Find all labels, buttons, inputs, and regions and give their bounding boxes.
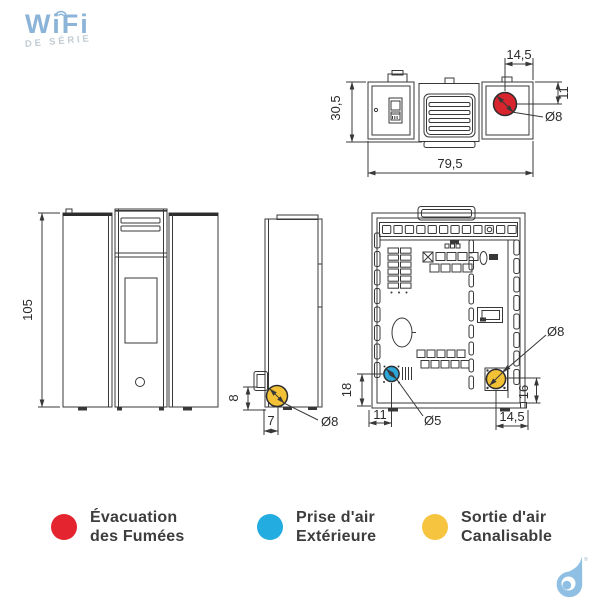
dim-back-duct-height: 16 xyxy=(516,385,531,399)
side-view-drawing: 8 7 Ø8 xyxy=(226,214,338,435)
duct-outlet-color-dot xyxy=(422,514,448,540)
front-view-drawing: 105 xyxy=(20,208,219,411)
dim-top-flue-offset: 14,5 xyxy=(506,47,531,62)
dim-top-width: 79,5 xyxy=(437,156,462,171)
flue-color-dot xyxy=(51,514,77,540)
registered-mark: ® xyxy=(584,556,588,563)
legend-item-air-intake: Prise d'air Extérieure xyxy=(257,508,376,546)
legend-item-duct-outlet: Sortie d'air Canalisable xyxy=(422,508,552,546)
stove-door-knob xyxy=(135,377,145,387)
wifi-badge: WiFi DE SÉRIE xyxy=(25,10,92,50)
legend-label-air-intake: Prise d'air Extérieure xyxy=(296,509,377,545)
dim-side-duct-diameter: Ø8 xyxy=(321,414,338,429)
dim-back-inlet-offset: 11 xyxy=(373,407,387,422)
stove-door-glass xyxy=(124,277,158,344)
dim-top-depth: 30,5 xyxy=(328,95,343,120)
wifi-signal-icon xyxy=(55,10,67,16)
back-view-drawing: 18 11 Ø5 14,5 16 Ø8 xyxy=(339,206,564,430)
wifi-logo-text: WiFi xyxy=(25,9,90,39)
dim-back-inlet-height: 18 xyxy=(339,383,354,397)
dim-back-duct-offset: 14,5 xyxy=(499,409,524,424)
dim-back-inlet-diameter: Ø5 xyxy=(424,413,441,428)
dim-top-flue-drop: 11 xyxy=(556,86,571,100)
legend-label-duct-outlet: Sortie d'air Canalisable xyxy=(461,509,553,545)
legend-item-flue: Évacuation des Fumées xyxy=(51,508,184,546)
dim-side-duct-offset: 7 xyxy=(267,413,274,428)
legend-label-flue: Évacuation des Fumées xyxy=(90,509,185,545)
top-view-drawing: 30,5 79,5 14,5 11 Ø8 xyxy=(328,47,571,177)
air-intake-color-dot xyxy=(257,514,283,540)
dim-back-duct-diameter: Ø8 xyxy=(547,324,564,339)
dim-side-duct-height: 8 xyxy=(226,394,241,401)
dim-front-height: 105 xyxy=(20,299,35,321)
brand-drop-logo: ® xyxy=(556,556,588,598)
dim-top-flue-diameter: Ø8 xyxy=(545,109,562,124)
